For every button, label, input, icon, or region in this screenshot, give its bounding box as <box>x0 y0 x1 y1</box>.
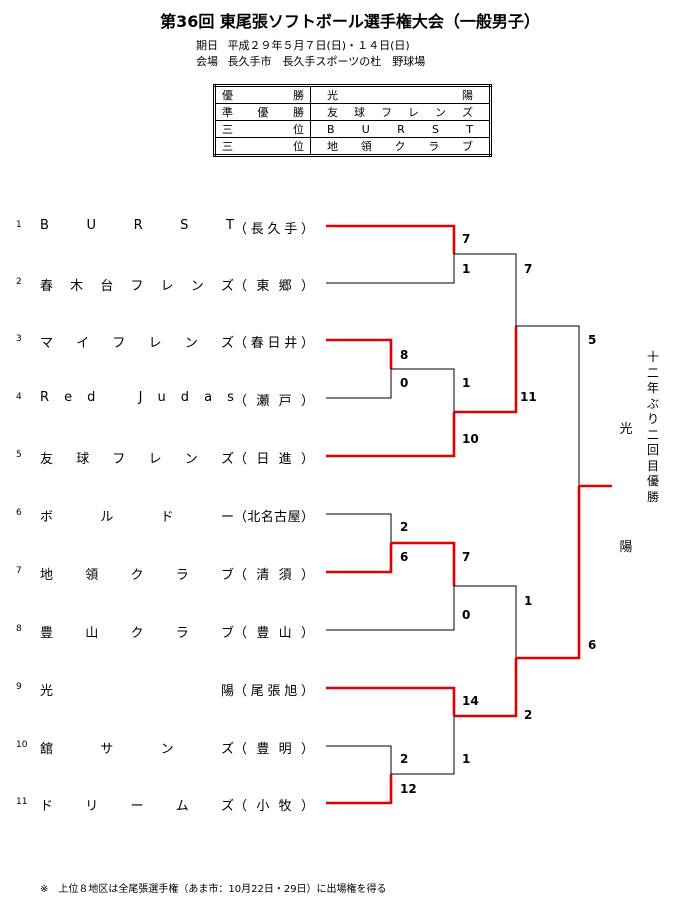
game-score: 0 <box>400 376 409 390</box>
venue-label: 会場 <box>196 55 218 68</box>
bracket-line <box>326 586 455 631</box>
team-region: （春日井） <box>234 336 314 351</box>
champion-name-bottom: 陽 <box>619 540 633 555</box>
game-score: 7 <box>462 232 471 246</box>
game-score: 0 <box>462 608 471 622</box>
game-score: 7 <box>462 550 471 564</box>
game-score: 2 <box>524 708 533 722</box>
team-region: （瀬戸） <box>234 394 314 409</box>
team-number: 5 <box>16 450 22 460</box>
team-name: 光陽 <box>40 684 234 699</box>
event-date: 期日 平成２９年５月７日(日)・１４日(日) <box>196 37 410 53</box>
bracket-line <box>326 513 392 543</box>
bracket-line <box>454 253 517 326</box>
winner-path <box>391 541 456 586</box>
result-row: 三位地領クラブ <box>214 137 491 156</box>
bracket-line <box>326 254 455 284</box>
team-region: （豊明） <box>234 742 314 757</box>
team-region: （豊山） <box>234 626 314 641</box>
champion-name-top: 光 <box>619 422 633 437</box>
result-team: 光陽 <box>310 85 491 104</box>
team-number: 9 <box>16 682 22 692</box>
game-score: 1 <box>462 262 471 276</box>
team-region: （東郷） <box>234 279 314 294</box>
team-region: （日進） <box>234 452 314 467</box>
game-score: 6 <box>400 550 409 564</box>
bracket-line <box>326 369 392 399</box>
event-venue: 会場 長久手市 長久手スポーツの杜 野球場 <box>196 53 425 69</box>
bracket-line <box>391 716 455 775</box>
team-number: 2 <box>16 277 22 287</box>
game-score: 2 <box>400 520 409 534</box>
team-name: 友球フレンズ <box>40 452 234 467</box>
game-score: 5 <box>588 333 597 347</box>
team-region: （長久手） <box>234 222 314 237</box>
result-team: 地領クラブ <box>310 137 491 156</box>
team-name: 地領クラブ <box>40 568 234 583</box>
team-number: 7 <box>16 566 22 576</box>
bracket-line <box>391 368 455 412</box>
result-row: 優勝光陽 <box>214 85 491 104</box>
page-title: 第36回 東尾張ソフトボール選手権大会（一般男子） <box>160 12 540 31</box>
team-name: 豊山クラブ <box>40 626 234 641</box>
game-score: 1 <box>462 376 471 390</box>
game-score: 6 <box>588 638 597 652</box>
game-score: 14 <box>462 694 479 708</box>
game-score: 11 <box>520 390 537 404</box>
champion-remark: 十二年ぶり二回目優勝 <box>646 350 659 504</box>
bracket-line <box>454 585 517 658</box>
game-score: 8 <box>400 348 409 362</box>
date-value: 平成２９年５月７日(日)・１４日(日) <box>227 39 410 52</box>
team-number: 11 <box>16 797 28 807</box>
team-region: （尾張旭） <box>234 684 314 699</box>
winner-path <box>326 774 393 805</box>
winner-path <box>516 486 581 660</box>
date-label: 期日 <box>196 39 218 52</box>
winner-path <box>326 686 456 716</box>
team-name: 春木台フレンズ <box>40 279 234 294</box>
bracket-line <box>516 325 580 486</box>
team-name: ドリームズ <box>40 799 234 814</box>
game-score: 10 <box>462 432 479 446</box>
team-name: マイフレンズ <box>40 336 234 351</box>
game-score: 1 <box>462 752 471 766</box>
team-region: （清須） <box>234 568 314 583</box>
game-score: 7 <box>524 262 533 276</box>
game-score: 2 <box>400 752 409 766</box>
game-score: 12 <box>400 782 417 796</box>
winner-path <box>326 543 393 574</box>
team-number: 8 <box>16 624 22 634</box>
team-number: 10 <box>16 740 28 750</box>
winner-path <box>454 326 518 414</box>
team-region: （小牧） <box>234 799 314 814</box>
team-region: （北名古屋） <box>234 510 314 525</box>
winner-path <box>454 658 518 718</box>
winner-path <box>326 412 456 458</box>
venue-value: 長久手市 長久手スポーツの杜 野球場 <box>227 55 426 68</box>
winner-path <box>326 224 456 254</box>
footnote: ※ 上位８地区は全尾張選手権（あま市：10月22日・29日）に出場権を得る <box>40 884 387 895</box>
team-number: 1 <box>16 220 22 230</box>
team-name: ボルドー <box>40 510 234 525</box>
team-number: 3 <box>16 334 22 344</box>
bracket-line <box>326 745 392 774</box>
team-number: 4 <box>16 392 22 402</box>
team-name: 舘サンズ <box>40 742 234 757</box>
winner-path <box>326 338 393 369</box>
game-score: 1 <box>524 594 533 608</box>
team-number: 6 <box>16 508 22 518</box>
